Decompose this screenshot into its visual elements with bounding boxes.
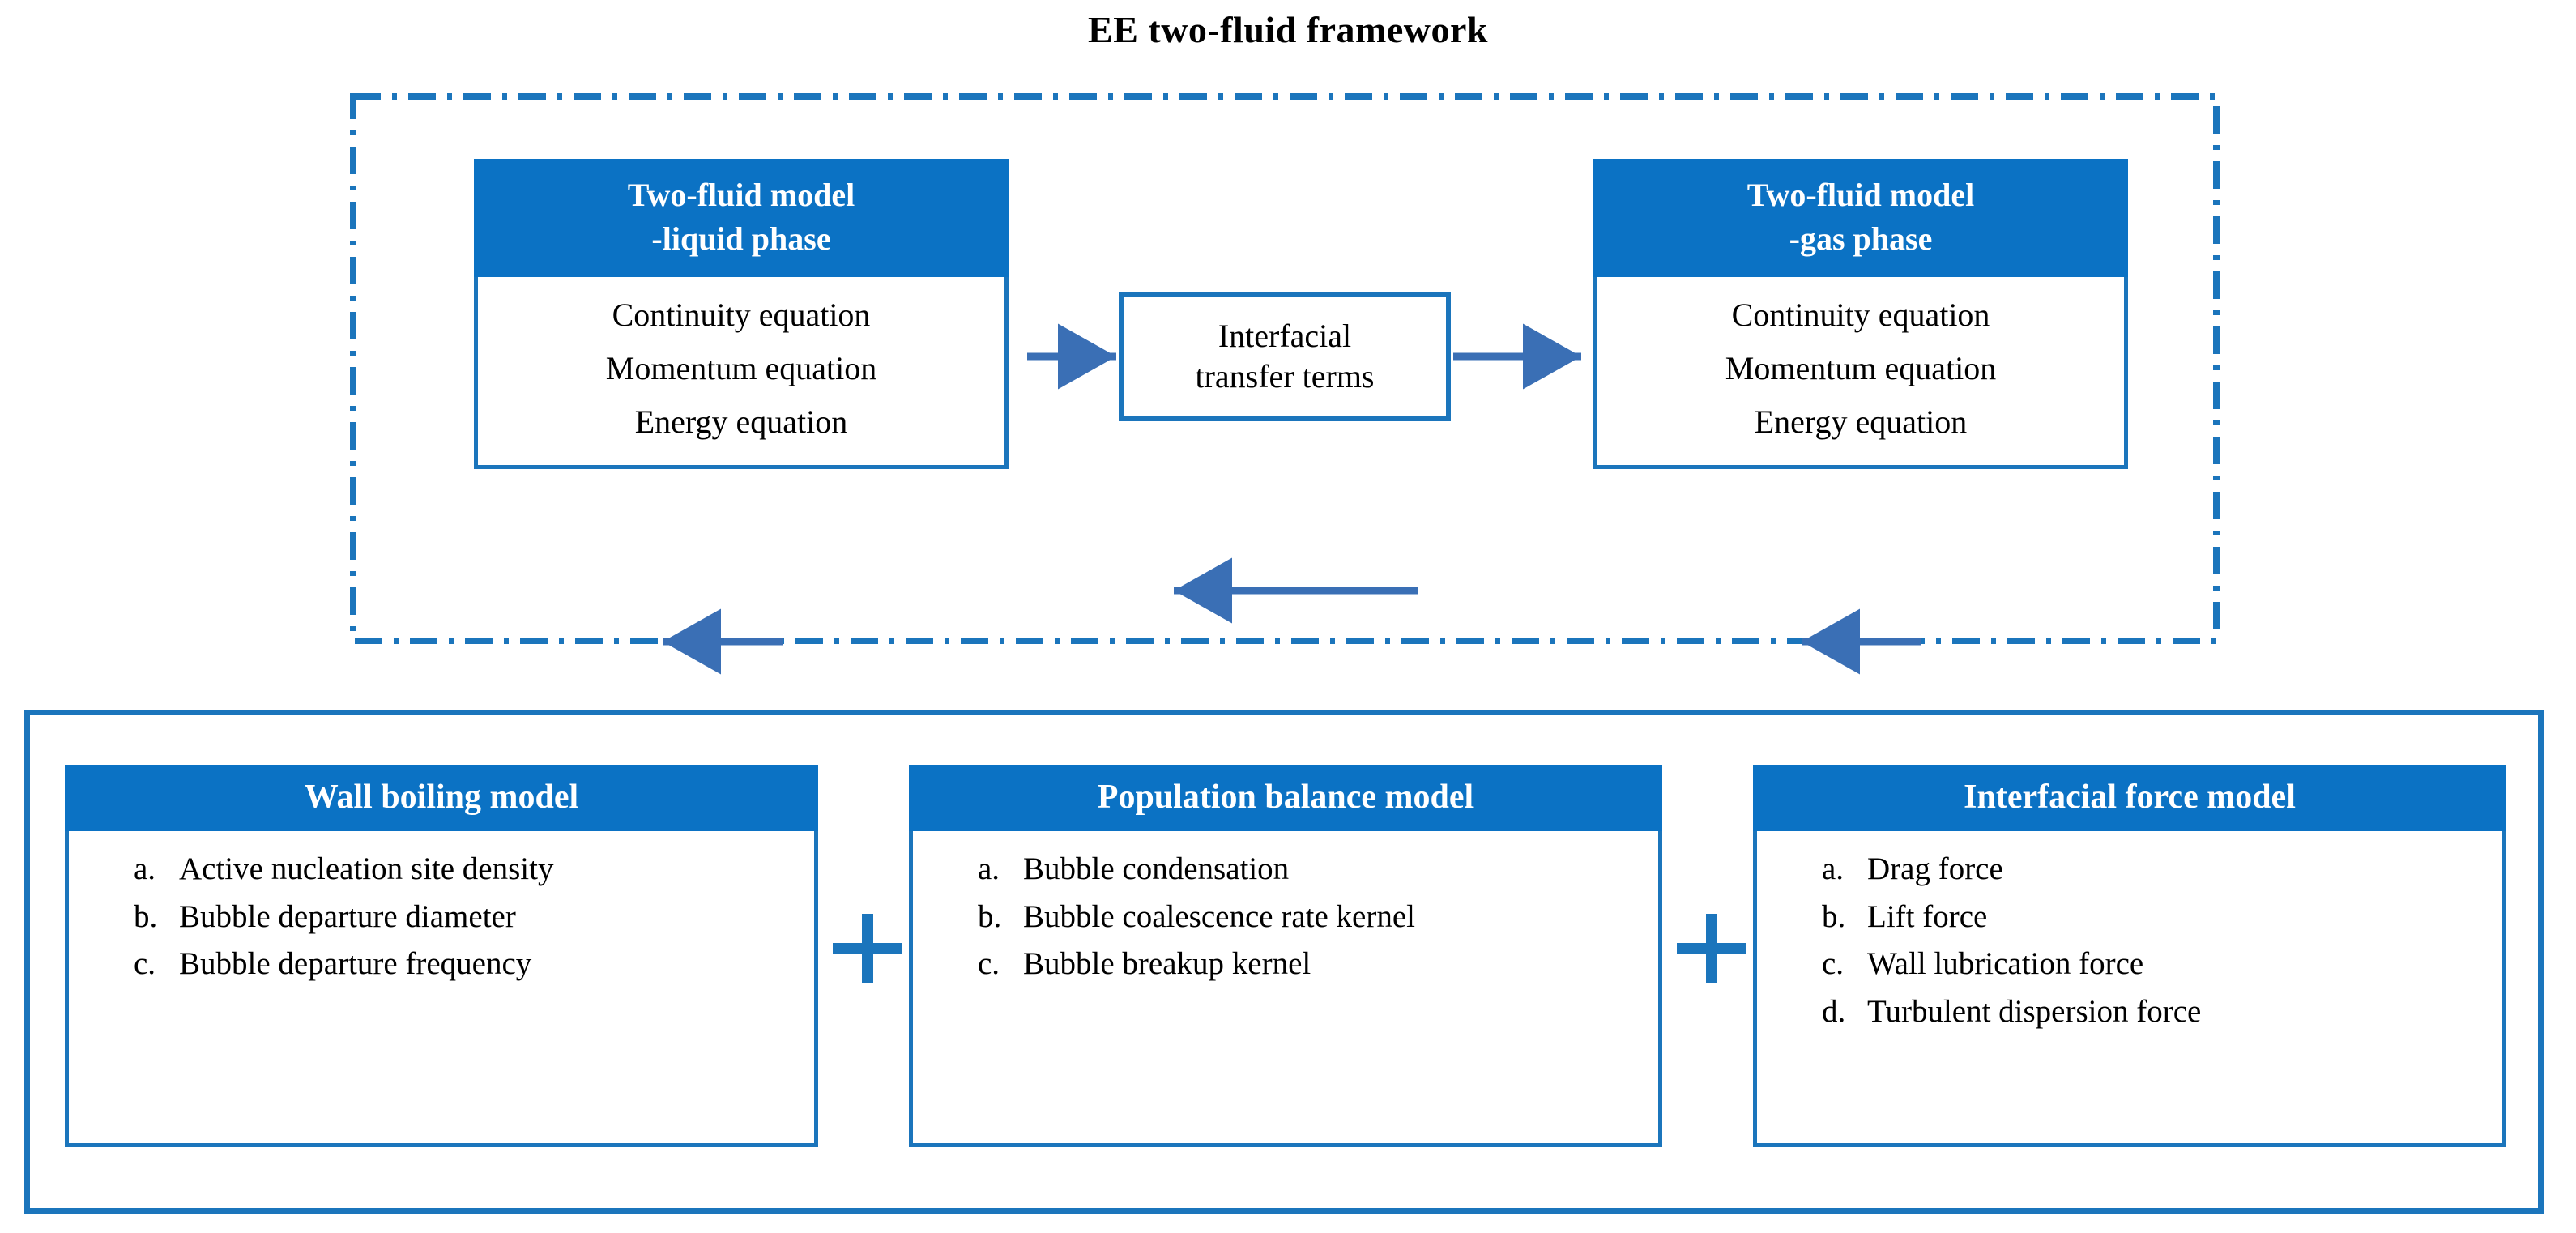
list-item: b. Lift force (1822, 897, 2494, 938)
list-marker: a. (134, 851, 156, 886)
gas-phase-title-line1: Two-fluid model (1746, 177, 1975, 213)
list-item: b. Bubble coalescence rate kernel (978, 897, 1650, 938)
gas-phase-equations: Continuity equation Momentum equation En… (1593, 277, 2128, 469)
liquid-equation-energy: Energy equation (634, 403, 848, 440)
wall-boiling-model-header: Wall boiling model (65, 765, 818, 831)
list-item-label: Active nucleation site density (179, 851, 554, 886)
list-item-label: Drag force (1867, 851, 2003, 886)
liquid-phase-title-line2: -liquid phase (651, 220, 831, 257)
wall-boiling-model-card: Wall boiling model a. Active nucleation … (65, 765, 818, 1154)
list-marker: a. (978, 851, 1000, 886)
wall-boiling-model-body: a. Active nucleation site density b. Bub… (65, 831, 818, 1147)
liquid-phase-header: Two-fluid model -liquid phase (474, 159, 1009, 277)
interfacial-force-model-header: Interfacial force model (1753, 765, 2506, 831)
liquid-equation-momentum: Momentum equation (605, 350, 877, 386)
list-marker: b. (134, 898, 158, 934)
interfacial-transfer-line1: Interfacial (1218, 318, 1352, 354)
plus-icon (833, 914, 902, 983)
gas-phase-header: Two-fluid model -gas phase (1593, 159, 2128, 277)
population-balance-model-header: Population balance model (909, 765, 1662, 831)
list-item-label: Bubble departure frequency (179, 946, 532, 982)
list-item-label: Bubble condensation (1023, 851, 1290, 886)
list-item: d. Turbulent dispersion force (1822, 992, 2494, 1033)
list-marker: c. (978, 946, 1000, 982)
list-item-label: Bubble departure diameter (179, 898, 516, 934)
population-balance-model-card: Population balance model a. Bubble conde… (909, 765, 1662, 1154)
gas-equation-continuity: Continuity equation (1731, 297, 1990, 333)
liquid-phase-equations: Continuity equation Momentum equation En… (474, 277, 1009, 469)
list-item: a. Active nucleation site density (134, 849, 806, 890)
list-marker: b. (978, 898, 1002, 934)
list-item-label: Lift force (1867, 898, 1988, 934)
list-marker: c. (134, 946, 156, 982)
liquid-equation-continuity: Continuity equation (612, 297, 871, 333)
list-item: c. Bubble departure frequency (134, 944, 806, 985)
list-item-label: Wall lubrication force (1867, 946, 2144, 982)
list-item: c. Bubble breakup kernel (978, 944, 1650, 985)
interfacial-transfer-terms-box: Interfacial transfer terms (1119, 292, 1451, 421)
interfacial-transfer-line2: transfer terms (1195, 358, 1375, 395)
list-item-label: Bubble coalescence rate kernel (1023, 898, 1415, 934)
list-marker: a. (1822, 851, 1845, 886)
list-item: b. Bubble departure diameter (134, 897, 806, 938)
gas-equation-momentum: Momentum equation (1725, 350, 1997, 386)
population-balance-model-body: a. Bubble condensation b. Bubble coalesc… (909, 831, 1662, 1147)
list-marker: c. (1822, 946, 1845, 982)
two-fluid-model-liquid-phase-box: Two-fluid model -liquid phase Continuity… (474, 159, 1009, 469)
gas-phase-title-line2: -gas phase (1789, 220, 1933, 257)
list-item: a. Drag force (1822, 849, 2494, 890)
plus-icon (1677, 914, 1746, 983)
interfacial-force-model-body: a. Drag force b. Lift force c. Wall lubr… (1753, 831, 2506, 1147)
list-item: c. Wall lubrication force (1822, 944, 2494, 985)
list-item-label: Turbulent dispersion force (1867, 994, 2202, 1030)
interfacial-force-model-card: Interfacial force model a. Drag force b.… (1753, 765, 2506, 1154)
list-marker: b. (1822, 898, 1846, 934)
list-item-label: Bubble breakup kernel (1023, 946, 1311, 982)
list-item: a. Bubble condensation (978, 849, 1650, 890)
two-fluid-model-gas-phase-box: Two-fluid model -gas phase Continuity eq… (1593, 159, 2128, 469)
page-title: EE two-fluid framework (1088, 9, 1488, 50)
liquid-phase-title-line1: Two-fluid model (627, 177, 855, 213)
list-marker: d. (1822, 994, 1846, 1030)
gas-equation-energy: Energy equation (1754, 403, 1968, 440)
